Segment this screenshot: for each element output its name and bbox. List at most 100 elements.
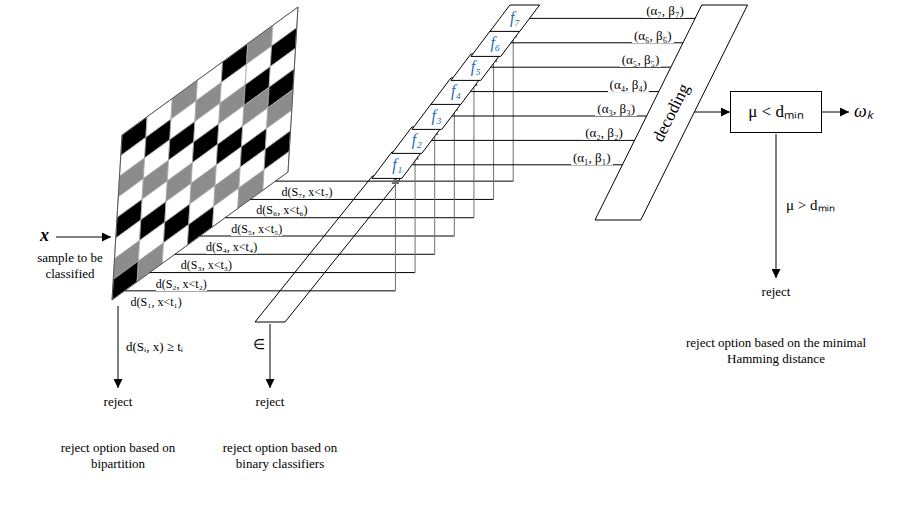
reject-caption: reject option based on bipartition xyxy=(43,440,193,471)
label-holder: reject option based on bipartition xyxy=(43,440,193,471)
classifier-cell: f₆ xyxy=(471,30,521,56)
classifier-cell-shape xyxy=(372,152,422,178)
reject-label: reject xyxy=(736,284,816,300)
input-arrow xyxy=(493,54,494,199)
label-holder: x xyxy=(40,225,49,247)
edge-label-holder: (α₄, β₄) xyxy=(449,75,649,93)
node-text: f₄ xyxy=(451,82,461,100)
decision-box: μ < dₘᵢₙ xyxy=(730,91,822,133)
reject-arrow xyxy=(118,306,119,388)
input-arrow xyxy=(513,30,514,182)
distance-label: d(S₅, x<t₅) xyxy=(231,222,282,236)
input-caption: sample to be classified xyxy=(20,250,120,281)
label-holder: d(S₅, x<t₅) xyxy=(231,219,282,237)
node-text: f₇ xyxy=(510,9,520,27)
node-text: f₃ xyxy=(431,107,441,125)
classifier-cell-shape xyxy=(490,5,540,31)
node-text: f₅ xyxy=(471,58,481,76)
edge-label: (α₅, β₅) xyxy=(620,52,662,67)
reject-label: reject xyxy=(230,394,310,410)
classifier-panel-base xyxy=(255,176,402,322)
classifier-cell-shape xyxy=(451,54,501,80)
reject-label: reject xyxy=(78,394,158,410)
input-arrow xyxy=(56,237,111,238)
label-holder: reject xyxy=(736,284,816,300)
classifier-cell: f₃ xyxy=(412,103,462,129)
label-holder: d(S₆, x<t₆) xyxy=(256,200,307,218)
coding-matrix xyxy=(112,7,298,300)
edge-label: (α₂, β₂) xyxy=(583,125,625,140)
label-holder: reject option based on the minimal Hammi… xyxy=(681,335,871,366)
label-holder: sample to be classified xyxy=(20,250,120,281)
input-arrow xyxy=(415,152,416,273)
distance-line xyxy=(275,181,513,182)
classifier-cell: f₇ xyxy=(490,5,540,31)
reject-caption: reject option based on binary classifier… xyxy=(205,440,355,471)
edge-label: (α₁, β₁) xyxy=(571,150,613,165)
label-holder: d(S₁, x<t₁) xyxy=(131,292,182,310)
classifier-cell-shape xyxy=(412,103,462,129)
edge-label-holder: (α₁, β₁) xyxy=(413,148,613,166)
distance-label: d(S₇, x<t₇) xyxy=(281,185,332,199)
classifier-cell-shape xyxy=(471,30,521,56)
reject-arrow xyxy=(776,134,777,278)
edge-label: (α₄, β₄) xyxy=(608,77,650,92)
reject-condition: d(Sᵢ, x) ≥ tᵢ xyxy=(126,339,183,354)
matrix-outline xyxy=(112,7,298,300)
decoding-stage-shape xyxy=(595,5,748,220)
reject-condition: μ > dₘᵢₙ xyxy=(786,197,835,213)
distance-line xyxy=(250,199,493,200)
edge-label: (α₃, β₃) xyxy=(595,101,637,116)
class-output: ωₖ xyxy=(854,101,873,121)
label-holder: reject xyxy=(78,394,158,410)
reject-arrow xyxy=(270,324,271,388)
distance-line xyxy=(150,272,415,273)
edge-label-holder: (α₆, β₆) xyxy=(474,26,674,44)
label-holder: d(Sᵢ, x) ≥ tᵢ xyxy=(126,337,183,355)
label-holder: ∈ xyxy=(253,335,265,354)
classifier-cell: f₂ xyxy=(392,127,442,153)
edge-label: (α₆, β₆) xyxy=(632,28,674,43)
reject-condition: ∈ xyxy=(253,337,265,352)
node-text: f₆ xyxy=(490,34,500,52)
output-arrow xyxy=(822,112,849,113)
classifier-cell: f₅ xyxy=(451,54,501,80)
distance-line xyxy=(225,217,474,218)
edge-label-holder: (α₅, β₅) xyxy=(461,50,661,68)
edge-label-holder: (α₇, β₇) xyxy=(486,1,686,19)
label-holder: d(S₄, x<t₄) xyxy=(206,237,257,255)
classifier-cell-shape xyxy=(431,78,481,104)
reject-caption: reject option based on the minimal Hammi… xyxy=(681,335,871,366)
label-holder: d(S₇, x<t₇) xyxy=(281,182,332,200)
input-arrow xyxy=(454,103,455,236)
node-text: f₁ xyxy=(392,156,402,174)
classifier-cell: f₁ xyxy=(372,152,422,178)
distance-wires xyxy=(125,30,514,291)
label-holder: reject xyxy=(230,394,310,410)
distance-label: d(S₁, x<t₁) xyxy=(131,295,182,309)
label-holder: μ > dₘᵢₙ xyxy=(786,196,835,214)
connector xyxy=(694,112,730,113)
edge-label-holder: (α₂, β₂) xyxy=(425,123,625,141)
classifier-cell: f₄ xyxy=(431,78,481,104)
edge-label-holder: (α₃, β₃) xyxy=(437,99,637,117)
distance-label: d(S₆, x<t₆) xyxy=(256,203,307,217)
distance-label: d(S₂, x<t₂) xyxy=(156,277,207,291)
connector xyxy=(530,18,696,19)
distance-label: d(S₄, x<t₄) xyxy=(206,240,257,254)
input-arrow xyxy=(473,78,474,217)
connector xyxy=(432,140,635,141)
node-text: f₂ xyxy=(412,131,422,149)
edge-label: (α₇, β₇) xyxy=(644,3,686,18)
matrix-cell xyxy=(137,243,163,282)
node-text: μ < dₘᵢₙ xyxy=(748,102,803,122)
label-holder: ωₖ xyxy=(854,101,873,123)
classifier-cell-shape xyxy=(392,127,442,153)
input-arrow xyxy=(434,127,435,254)
input-arrow xyxy=(395,176,396,291)
label-holder: d(S₂, x<t₂) xyxy=(156,274,207,292)
input-symbol: x xyxy=(40,225,49,245)
label-holder: reject option based on binary classifier… xyxy=(205,440,355,471)
